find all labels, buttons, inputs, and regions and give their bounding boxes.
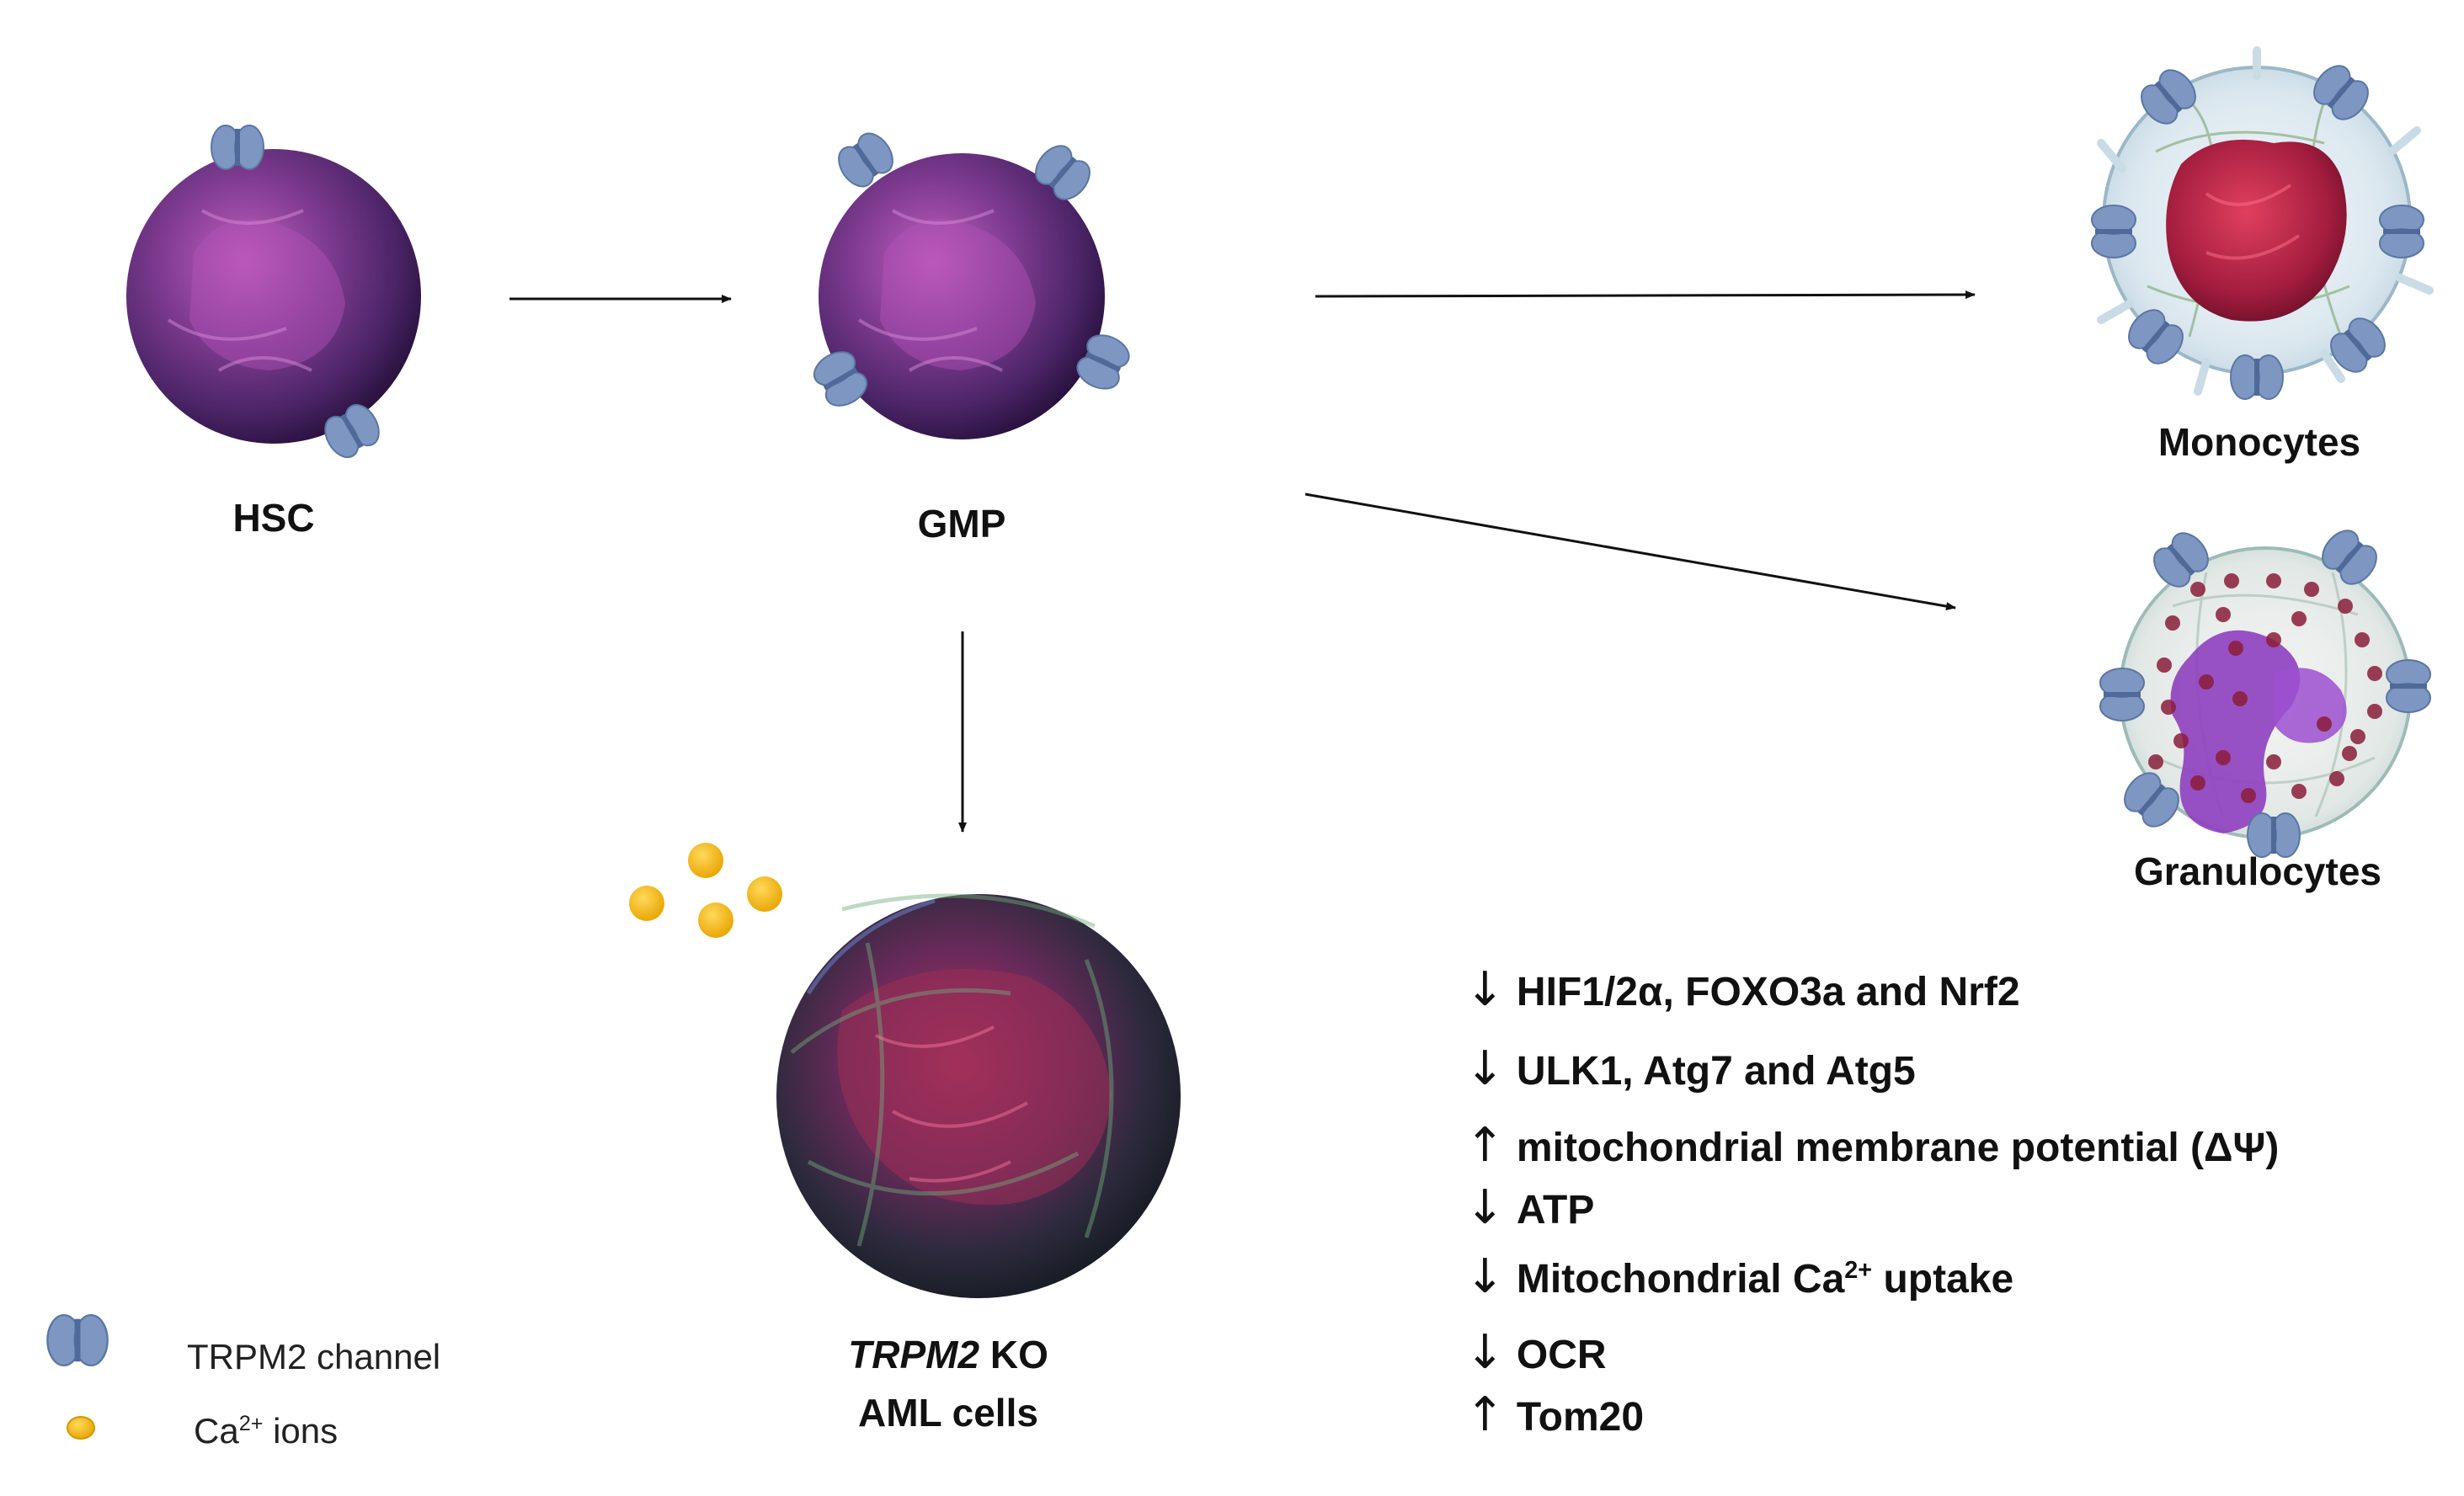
trpm2-channel-icon [2386, 659, 2431, 713]
label-aml-line2: AML cells [858, 1391, 1038, 1435]
effect-item: ↓HIF1/2α, FOXO3a and Nrf2 [1465, 962, 2020, 1017]
granule [2199, 674, 2214, 689]
down-arrow-icon: ↓ [1465, 1249, 1505, 1304]
granule [2317, 716, 2332, 732]
effect-text-pre: Mitochondrial Ca [1516, 1257, 1845, 1302]
down-arrow-icon: ↓ [1465, 962, 1505, 1017]
granule [2165, 615, 2180, 631]
granule [2350, 729, 2365, 744]
granule [2291, 611, 2307, 626]
granule [2232, 691, 2248, 706]
granule [2216, 750, 2231, 765]
calcium-ion [747, 876, 782, 912]
up-arrow-icon: ↑ [1465, 1387, 1505, 1442]
calcium-ions [629, 843, 782, 938]
down-arrow-icon: ↓ [1465, 1180, 1505, 1235]
granule [2224, 573, 2239, 588]
granule-group [2148, 573, 2382, 803]
granule [2367, 666, 2382, 681]
granule [2228, 641, 2243, 656]
granule [2338, 599, 2353, 614]
trpm2-channel-icon [2099, 668, 2145, 721]
trpm2-channel-icon [2230, 354, 2284, 400]
hsc-cell [126, 125, 421, 465]
arrow-gmp-to-granulocytes [1304, 492, 1956, 611]
label-ko-gene: TRPM2 [848, 1333, 980, 1376]
effect-text: Tom20 [1516, 1395, 1645, 1440]
label-hsc: HSC [232, 496, 315, 540]
granule [2342, 746, 2357, 761]
label-aml-line1: TRPM2 KO [848, 1332, 1048, 1377]
legend-ions-sup: 2+ [238, 1412, 264, 1435]
granule [2367, 704, 2382, 719]
gmp-cell [807, 125, 1135, 439]
granule [2329, 771, 2344, 786]
monocyte-cell [2091, 46, 2434, 400]
granule [2148, 754, 2163, 769]
down-arrow-icon: ↓ [1465, 1325, 1505, 1380]
granule [2173, 733, 2189, 748]
granule [2291, 784, 2307, 799]
effect-text: ATP [1516, 1188, 1595, 1232]
granule [2161, 700, 2176, 715]
granule [2190, 582, 2205, 597]
effect-text: ULK1, Atg7 and Atg5 [1516, 1049, 1916, 1094]
trpm2-channel-icon [2379, 205, 2424, 258]
legend-calcium-icon [67, 1416, 95, 1440]
granule [2304, 582, 2319, 597]
effect-text: HIF1/2α, FOXO3a and Nrf2 [1516, 970, 2020, 1014]
effect-text-sup: 2+ [1844, 1257, 1873, 1284]
effect-text: OCR [1516, 1333, 1607, 1377]
label-ko-suffix: KO [979, 1333, 1048, 1376]
effect-item: ↑Tom20 [1465, 1387, 1644, 1442]
granule [2355, 632, 2370, 647]
trpm2-channel-icon [211, 125, 264, 170]
effect-item: ↑mitochondrial membrane potential (ΔΨ) [1465, 1118, 2279, 1173]
label-granulocytes: Granulocytes [2134, 849, 2381, 893]
granule [2266, 573, 2281, 588]
label-gmp: GMP [917, 502, 1006, 546]
trpm2-ko-aml-cell [776, 893, 1181, 1298]
granule [2266, 754, 2281, 769]
trpm2-channel-icon [2091, 205, 2136, 258]
legend-ions-label: Ca2+ ions [194, 1411, 338, 1451]
up-arrow-icon: ↑ [1465, 1118, 1505, 1173]
effect-item: ↓Mitochondrial Ca2+ uptake [1465, 1249, 2013, 1304]
calcium-ion [698, 902, 733, 938]
granule [2216, 607, 2231, 622]
legend-channel-label: TRPM2 channel [187, 1337, 441, 1376]
effect-item: ↓ATP [1465, 1180, 1594, 1235]
calcium-ion [629, 886, 664, 921]
label-monocytes: Monocytes [2157, 420, 2361, 464]
effect-text: mitochondrial membrane potential (ΔΨ) [1516, 1126, 2280, 1170]
legend-channel-icon [46, 1313, 109, 1367]
granule [2190, 775, 2205, 791]
legend-ions-pre: Ca [194, 1411, 239, 1451]
arrow-gmp-to-monocytes [1315, 290, 1976, 300]
granule [2266, 632, 2281, 647]
calcium-ion [688, 843, 723, 878]
granule [2157, 657, 2172, 673]
down-arrow-icon: ↓ [1465, 1041, 1505, 1096]
granulocyte-cell [2099, 523, 2431, 858]
effect-item: ↓ULK1, Atg7 and Atg5 [1465, 1041, 1916, 1096]
legend-ions-post: ions [263, 1411, 339, 1451]
effect-text-post: uptake [1872, 1257, 2014, 1302]
effect-item: ↓OCR [1465, 1325, 1607, 1380]
granule [2241, 788, 2256, 803]
